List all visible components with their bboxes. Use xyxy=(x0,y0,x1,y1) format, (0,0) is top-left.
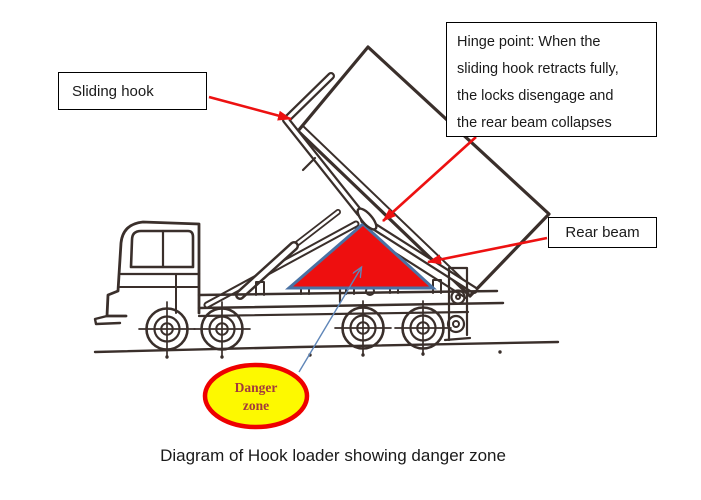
container-box-drawing xyxy=(296,45,551,298)
danger-zone-triangle xyxy=(284,221,437,290)
hinge-note-line-1: Hinge point: When the xyxy=(457,34,601,50)
rear-beam-label-box: Rear beam xyxy=(548,217,657,248)
ground-tick-dots xyxy=(165,350,502,359)
hinge-point-pin xyxy=(356,207,378,231)
hinge-point-arrow xyxy=(382,136,477,222)
cab-drawing xyxy=(93,220,201,326)
danger-zone-label-line2: zone xyxy=(243,398,269,413)
hinge-point-note-box: Hinge point: When the sliding hook retra… xyxy=(446,22,657,137)
hinge-note-line-3: the locks disengage and xyxy=(457,88,614,104)
danger-zone-arrow xyxy=(298,268,361,373)
diagram-caption: Diagram of Hook loader showing danger zo… xyxy=(160,446,506,465)
rear-beam-label: Rear beam xyxy=(565,224,640,241)
danger-zone-ellipse xyxy=(202,362,310,430)
sliding-hook-label: Sliding hook xyxy=(72,82,154,100)
danger-zone-label-line1: Danger xyxy=(235,380,278,395)
sliding-hook-arrow xyxy=(208,95,292,121)
sliding-hook-label-box: Sliding hook xyxy=(58,72,207,110)
hinge-note-line-4: the rear beam collapses xyxy=(457,115,612,131)
ground-line xyxy=(93,340,560,359)
boom-and-cylinder-drawing xyxy=(203,209,360,309)
rear-roller-drawing xyxy=(443,266,472,342)
rear-beam-arrow xyxy=(427,236,548,265)
hinge-note-line-2: sliding hook retracts fully, xyxy=(457,61,619,77)
danger-zone-bubble: Danger zone xyxy=(202,362,310,430)
